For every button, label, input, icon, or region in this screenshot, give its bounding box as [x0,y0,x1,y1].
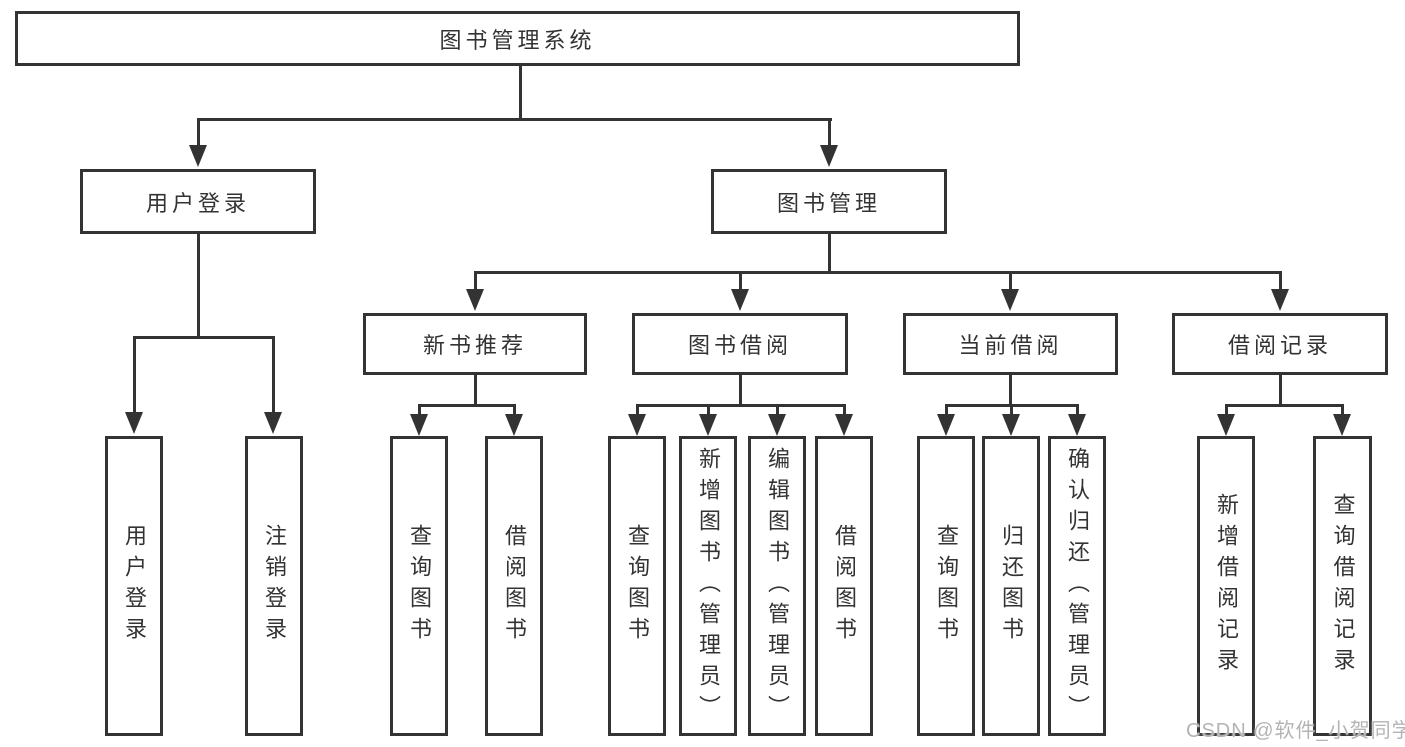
connector-shaft-borrow-record [1279,271,1282,289]
leaf-rec-query-books-label: 查询图书 [407,524,432,648]
arrow-down-icon [410,414,428,436]
arrow-down-icon [125,412,143,434]
leaf-bb-borrow-books: 借阅图书 [815,436,873,736]
connector-shaft-current-borrow [1009,271,1012,289]
arrow-down-icon [1002,414,1020,436]
node-current-borrow-label: 当前借阅 [958,333,1063,358]
arrow-down-icon [820,145,838,167]
leaf-bb-edit-book-admin: 编辑图书（管理员） [748,436,806,736]
node-book-mgmt: 图书管理 [711,169,947,234]
connector-shaft-leaf [707,404,710,414]
connector-branch-book-borrow [636,404,846,407]
connector-shaft-user-login [197,118,200,145]
csdn-watermark: CSDN @软件_小贺同学 [1186,720,1405,742]
leaf-logout-label: 注销登录 [262,524,287,648]
connector-shaft-book-mgmt [828,118,831,145]
connector-shaft-leaf [1010,404,1013,414]
node-book-borrow-label: 图书借阅 [687,333,792,358]
node-user-login: 用户登录 [80,169,316,234]
connector-shaft-leaf [1076,404,1079,414]
leaf-user-login: 用户登录 [105,436,163,736]
connector-stem-borrow-record [1279,375,1282,406]
leaf-logout: 注销登录 [245,436,303,736]
arrow-down-icon [189,145,207,167]
connector-shaft-leaf [1341,404,1344,414]
node-borrow-record: 借阅记录 [1172,313,1388,375]
connector-shaft-leaf [945,404,948,414]
arrow-down-icon [1217,414,1235,436]
leaf-bb-add-book-admin: 新增图书（管理员） [679,436,737,736]
node-book-borrow: 图书借阅 [632,313,848,375]
leaf-bb-edit-book-admin-label: 编辑图书（管理员） [765,446,790,726]
connector-shaft-leaf [1225,404,1228,414]
node-book-mgmt-label: 图书管理 [776,190,881,216]
connector-stem-new-book-rec [474,375,477,406]
leaf-br-query-record: 查询借阅记录 [1313,436,1372,736]
arrow-down-icon [768,414,786,436]
connector-stem-current-borrow [1009,375,1012,406]
leaf-cb-confirm-return-admin: 确认归还（管理员） [1048,436,1106,736]
leaf-cb-confirm-return-admin-label: 确认归还（管理员） [1065,446,1090,726]
connector-shaft-leaf-logout [272,336,275,412]
connector-branch-root [197,118,832,121]
arrow-down-icon [505,414,523,436]
leaf-bb-borrow-books-label: 借阅图书 [832,524,857,648]
arrow-down-icon [731,289,749,311]
connector-shaft-leaf [776,404,779,414]
node-new-book-rec: 新书推荐 [363,313,587,375]
arrow-down-icon [1001,289,1019,311]
leaf-cb-query-books-label: 查询图书 [934,524,959,648]
connector-stem-book-mgmt [828,234,831,271]
connector-branch-new-book-rec [418,404,516,407]
connector-shaft-book-borrow [739,271,742,289]
leaf-br-add-record-label: 新增借阅记录 [1214,493,1239,679]
node-user-login-label: 用户登录 [145,190,250,216]
leaf-bb-add-book-admin-label: 新增图书（管理员） [696,446,721,726]
arrow-down-icon [466,289,484,311]
connector-stem-book-borrow [739,375,742,406]
arrow-down-icon [264,412,282,434]
node-root-label: 图书管理系统 [439,27,596,53]
connector-stem-root [519,66,522,118]
leaf-cb-return-books-label: 归还图书 [999,524,1024,648]
connector-shaft-leaf [513,404,516,414]
leaf-rec-query-books: 查询图书 [390,436,448,736]
leaf-user-login-label: 用户登录 [122,524,147,648]
arrow-down-icon [937,414,955,436]
leaf-bb-query-books-label: 查询图书 [625,524,650,648]
leaf-br-query-record-label: 查询借阅记录 [1330,493,1356,679]
connector-shaft-leaf [843,404,846,414]
leaf-cb-return-books: 归还图书 [982,436,1040,736]
leaf-rec-borrow-books: 借阅图书 [485,436,543,736]
leaf-br-add-record: 新增借阅记录 [1197,436,1255,736]
connector-shaft-new-book-rec [474,271,477,289]
node-root: 图书管理系统 [15,11,1020,66]
node-borrow-record-label: 借阅记录 [1227,333,1332,358]
arrow-down-icon [699,414,717,436]
connector-branch-book-mgmt [474,271,1282,274]
leaf-cb-query-books: 查询图书 [917,436,975,736]
connector-shaft-leaf-user-login [133,336,136,412]
arrow-down-icon [835,414,853,436]
connector-shaft-leaf [418,404,421,414]
node-current-borrow: 当前借阅 [903,313,1118,375]
leaf-rec-borrow-books-label: 借阅图书 [502,524,527,648]
arrow-down-icon [628,414,646,436]
connector-branch-borrow-record [1225,404,1343,407]
node-new-book-rec-label: 新书推荐 [422,333,527,358]
connector-shaft-leaf [636,404,639,414]
connector-branch-user-login [133,336,274,339]
leaf-bb-query-books: 查询图书 [608,436,666,736]
arrow-down-icon [1271,289,1289,311]
connector-stem-user-login [197,234,200,336]
arrow-down-icon [1068,414,1086,436]
arrow-down-icon [1333,414,1351,436]
